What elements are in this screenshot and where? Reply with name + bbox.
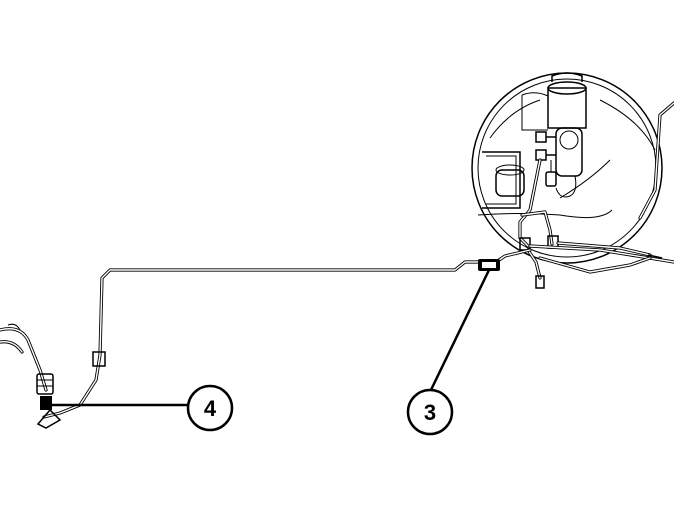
callout-3-label: 3 xyxy=(424,400,436,425)
brake-booster xyxy=(471,72,674,264)
pipe-connector xyxy=(478,259,500,271)
flexible-brake-hose xyxy=(0,323,62,429)
master-cylinder xyxy=(521,72,587,198)
master-cylinder-pipes xyxy=(518,158,674,289)
callout-4: 4 xyxy=(186,384,234,432)
callout-4-label: 4 xyxy=(204,396,217,421)
callout-3: 3 xyxy=(406,388,454,436)
leader-line-3 xyxy=(428,269,491,393)
